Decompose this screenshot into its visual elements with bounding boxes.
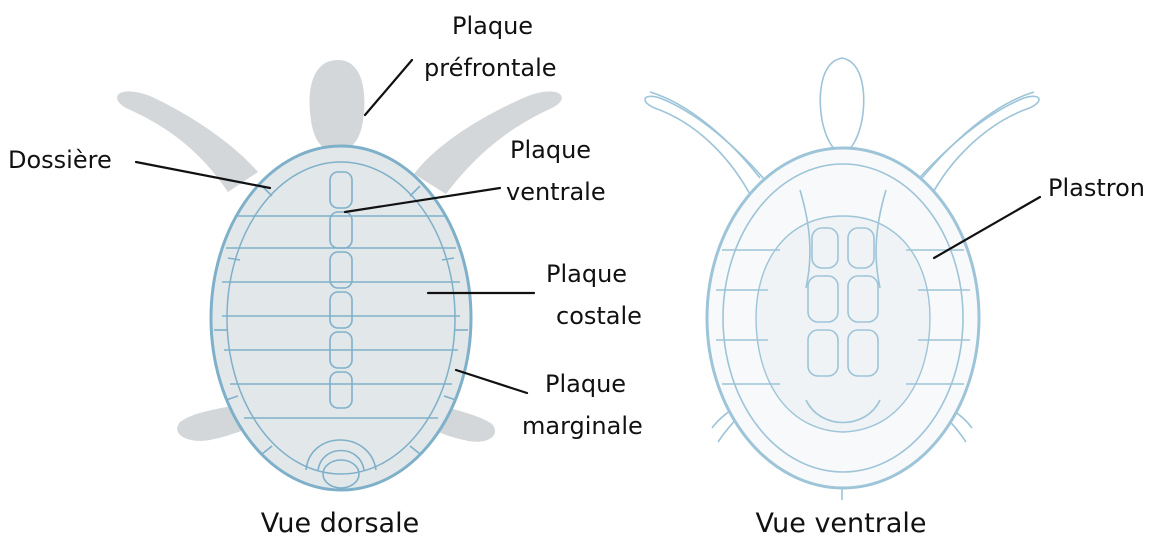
caption-dorsal: Vue dorsale: [261, 508, 419, 539]
ventral-front-left-flipper-b: [650, 92, 760, 178]
labels: Plaque préfrontale Dossière Plaque ventr…: [8, 12, 1145, 440]
label-marginal-line1: Plaque: [545, 370, 626, 398]
caption-ventral: Vue ventrale: [756, 508, 927, 539]
ventral-head: [820, 58, 863, 154]
label-plastron: Plastron: [1048, 174, 1145, 202]
head: [310, 60, 365, 152]
leader-prefrontal: [365, 60, 412, 115]
label-costal-line1: Plaque: [546, 260, 627, 288]
label-prefrontal-line1: Plaque: [452, 12, 533, 40]
front-left-flipper: [117, 91, 258, 192]
label-costal-line2: costale: [556, 302, 642, 330]
plastron-area: [756, 216, 930, 432]
ventral-front-left-flipper: [645, 96, 770, 198]
dorsal-turtle: [117, 60, 562, 490]
label-marginal-line2: marginale: [522, 412, 643, 440]
label-dossiere: Dossière: [8, 146, 112, 174]
label-prefrontal-line2: préfrontale: [424, 54, 557, 82]
captions: Vue dorsale Vue ventrale: [261, 508, 927, 539]
ventral-front-right-flipper-b: [922, 92, 1034, 178]
label-ventral-line1: Plaque: [510, 136, 591, 164]
ventral-front-right-flipper: [912, 96, 1039, 198]
ventral-turtle: [645, 58, 1039, 500]
label-ventral-line2: ventrale: [506, 178, 606, 206]
leader-marginal: [456, 370, 527, 393]
